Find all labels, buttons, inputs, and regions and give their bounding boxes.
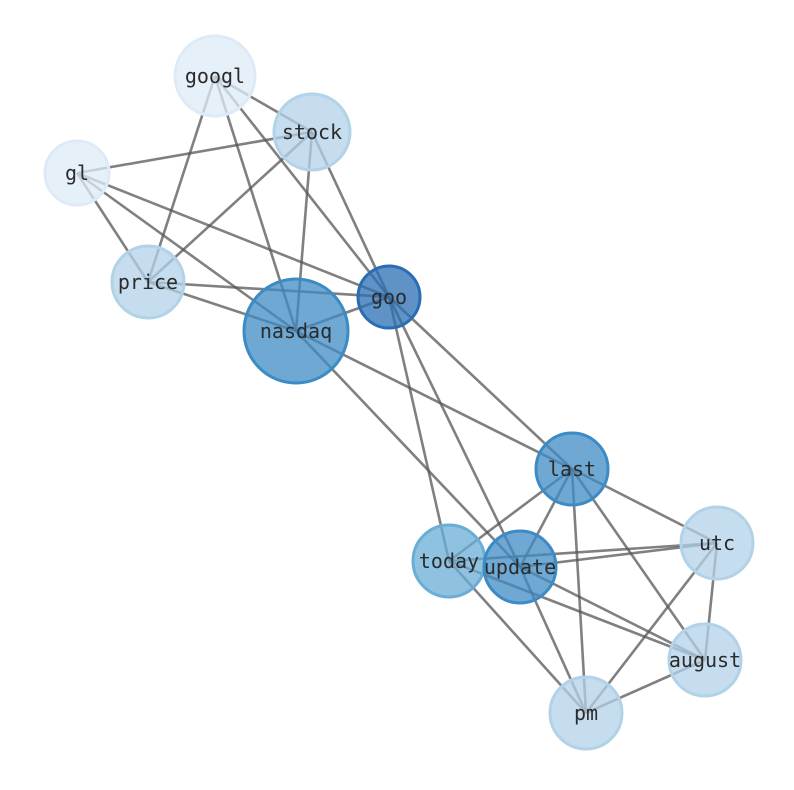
node-circle — [548, 675, 624, 751]
edge-gl-goo — [76, 171, 390, 299]
node-circle — [242, 277, 350, 385]
node-update: update — [482, 529, 558, 605]
node-label: utc — [699, 531, 735, 555]
edge-goo-today — [387, 296, 451, 562]
node-label: last — [548, 457, 596, 481]
node-circle — [356, 264, 422, 330]
node-nasdaq: nasdaq — [242, 277, 350, 385]
node-label: august — [669, 648, 741, 672]
node-today: today — [411, 523, 487, 599]
node-circle — [173, 34, 257, 118]
node-august: august — [667, 622, 743, 698]
edge-googl-goo — [213, 75, 391, 298]
node-stock: stock — [272, 92, 352, 172]
edge-nasdaq-update — [295, 330, 521, 568]
node-circle — [534, 431, 610, 507]
node-circle — [110, 244, 186, 320]
node-googl: googl — [173, 34, 257, 118]
node-goo: goo — [356, 264, 422, 330]
node-label: update — [484, 555, 556, 579]
edge-last-august — [570, 468, 707, 661]
node-circle — [679, 505, 755, 581]
edge-stock-gl — [76, 130, 313, 175]
edge-last-pm — [570, 468, 588, 714]
node-label: today — [419, 549, 479, 573]
node-label: nasdaq — [260, 319, 332, 343]
node-circle — [482, 529, 558, 605]
node-pm: pm — [548, 675, 624, 751]
node-utc: utc — [679, 505, 755, 581]
node-label: pm — [574, 701, 598, 725]
edge-goo-last — [388, 296, 573, 470]
node-price: price — [110, 244, 186, 320]
edge-goo-update — [387, 296, 522, 568]
node-label: googl — [185, 64, 245, 88]
node-label: price — [118, 270, 178, 294]
node-circle — [667, 622, 743, 698]
node-label: gl — [65, 161, 89, 185]
node-last: last — [534, 431, 610, 507]
node-label: stock — [282, 120, 342, 144]
node-circle — [43, 139, 111, 207]
edges-layer — [75, 74, 719, 715]
node-label: goo — [371, 285, 407, 309]
node-gl: gl — [43, 139, 111, 207]
node-circle — [272, 92, 352, 172]
